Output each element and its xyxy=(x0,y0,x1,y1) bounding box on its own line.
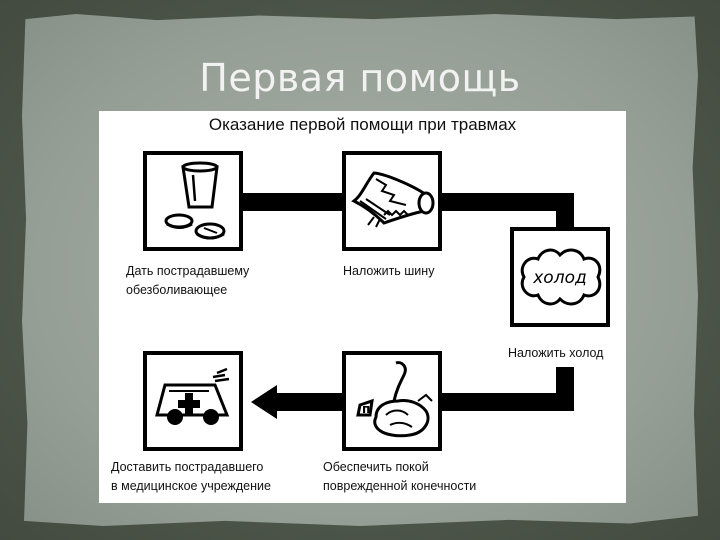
connector-step4-step5 xyxy=(274,393,346,411)
connector-step2-step3-vertical xyxy=(556,193,574,227)
step-box-splint xyxy=(342,151,442,251)
step-label-ambulance: Доставить пострадавшего в медицинское уч… xyxy=(111,458,271,496)
rested-limb-icon: п xyxy=(356,361,433,438)
connector-step2-step3-horizontal xyxy=(442,193,574,211)
first-aid-diagram: Оказание первой помощи при травмах Дать … xyxy=(99,111,626,503)
step-label-rest: Обеспечить покой поврежденной конечности xyxy=(323,458,476,496)
connector-step3-step4-horizontal xyxy=(442,393,574,411)
step-label-line: в медицинское учреждение xyxy=(111,479,271,493)
step-label-line: Дать пострадавшему xyxy=(126,264,250,278)
step-label-line: поврежденной конечности xyxy=(323,479,477,493)
step-label-splint: Наложить шину xyxy=(343,262,434,281)
step-label-line: Наложить шину xyxy=(343,264,435,278)
diagram-title: Оказание первой помощи при травмах xyxy=(208,115,517,134)
step-box-ambulance xyxy=(143,351,243,451)
step-label-line: Обеспечить покой xyxy=(323,460,429,474)
step-label-cold: Наложить холод xyxy=(508,344,603,363)
svg-text:п: п xyxy=(362,402,370,416)
painkiller-icon xyxy=(164,161,226,240)
cold-icon-text: холод xyxy=(532,268,586,288)
arrowhead-left xyxy=(251,385,277,419)
step-label-painkiller: Дать пострадавшему обезболивающее xyxy=(126,262,249,300)
page-title: Первая помощь xyxy=(199,56,521,100)
step-box-rest: п xyxy=(342,351,442,451)
step-label-line: Доставить пострадавшего xyxy=(111,460,264,474)
step-box-painkiller xyxy=(143,151,243,251)
connector-step1-step2 xyxy=(242,193,346,211)
splint-icon xyxy=(351,171,435,228)
step-label-line: Наложить холод xyxy=(508,346,604,360)
step-label-line: обезболивающее xyxy=(126,283,228,297)
ambulance-icon xyxy=(155,367,230,425)
step-box-cold: холод xyxy=(510,227,610,327)
cold-icon: холод xyxy=(520,248,602,306)
